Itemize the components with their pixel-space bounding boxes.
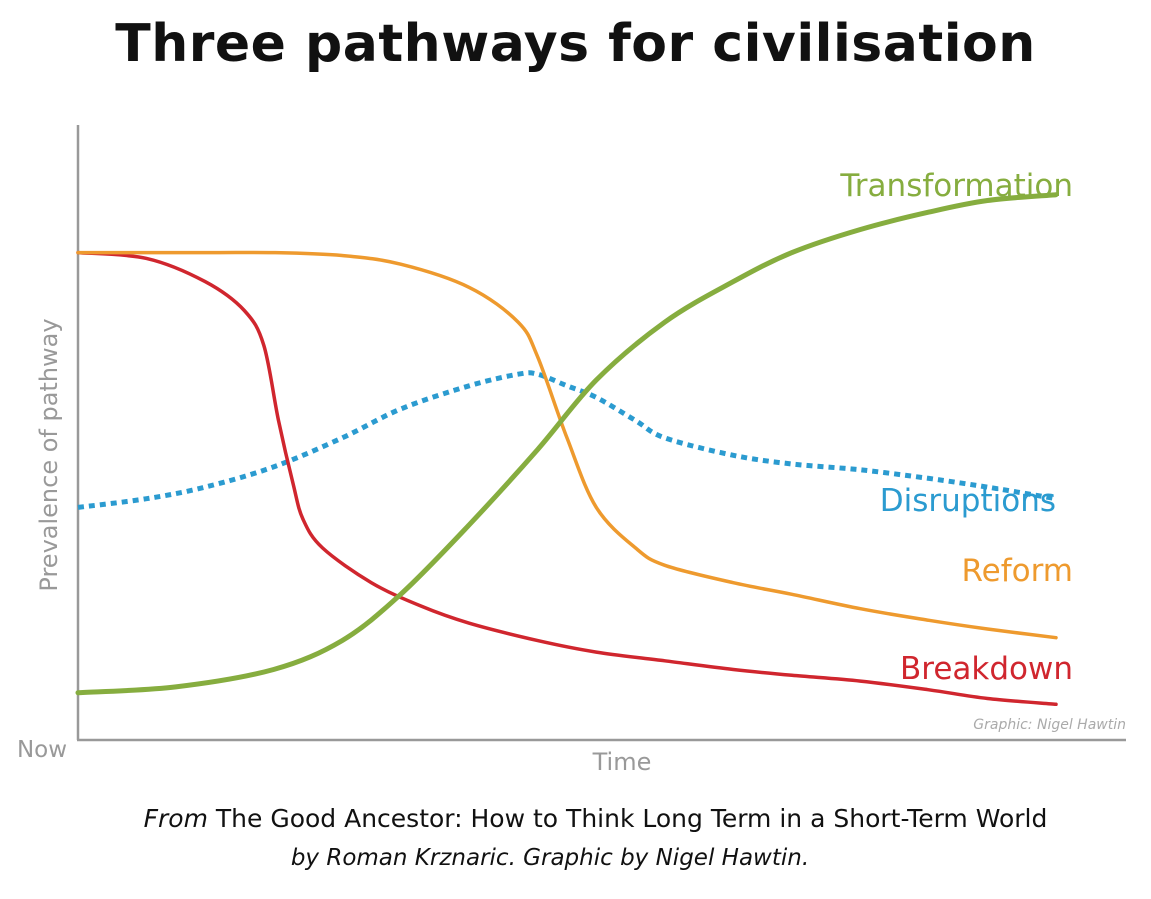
graphic-credit: Graphic: Nigel Hawtin xyxy=(973,717,1126,733)
chart-title: Three pathways for civilisation xyxy=(115,14,1036,74)
series-label-breakdown: Breakdown xyxy=(900,651,1073,687)
x-axis-label: Time xyxy=(592,748,652,776)
caption-book-title: The Good Ancestor: How to Think Long Ter… xyxy=(207,804,1048,833)
caption-line-2: by Roman Krznaric. Graphic by Nigel Hawt… xyxy=(290,845,810,871)
y-axis-label: Prevalence of pathway xyxy=(35,318,63,591)
caption-line-1: From The Good Ancestor: How to Think Lon… xyxy=(0,804,1151,833)
series-label-transformation: Transformation xyxy=(839,168,1073,204)
caption-from: From xyxy=(143,804,208,833)
series-line-transformation xyxy=(75,192,1059,696)
series-label-disruptions: Disruptions xyxy=(880,483,1056,519)
series-line-breakdown xyxy=(76,250,1058,707)
series-line-reform xyxy=(76,250,1058,640)
x-origin-label: Now xyxy=(17,737,67,763)
series-label-reform: Reform xyxy=(962,553,1074,589)
series-line-disruptions xyxy=(77,370,1057,510)
